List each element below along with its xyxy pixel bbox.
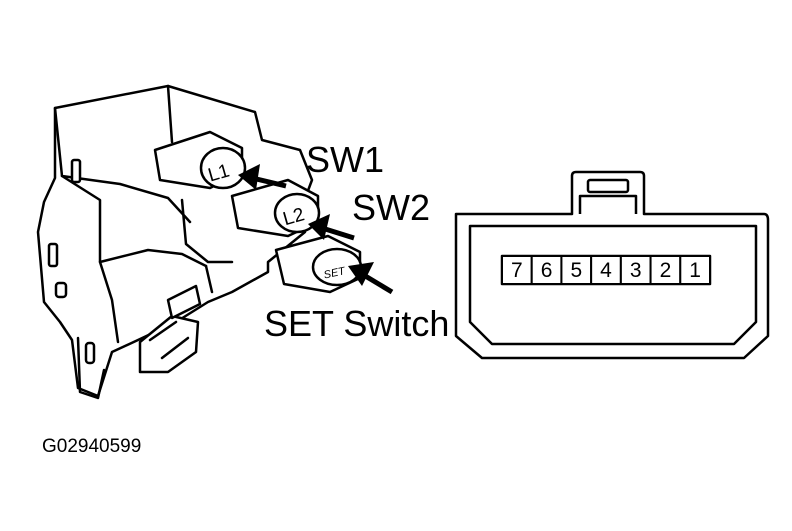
button-l2 xyxy=(230,178,321,238)
arrow-sw1 xyxy=(238,164,287,190)
pin-cell xyxy=(560,255,593,285)
pin-label: 2 xyxy=(660,259,672,282)
pin-cell xyxy=(679,255,711,285)
pin-label: 1 xyxy=(689,259,701,282)
pin-label: 5 xyxy=(570,259,582,282)
sw2-label: SW2 xyxy=(352,187,430,228)
pin-label: 4 xyxy=(600,259,612,282)
sw1-label: SW1 xyxy=(306,139,384,180)
arrow-set xyxy=(348,262,394,295)
pin-label: 6 xyxy=(541,259,553,282)
pin-cell xyxy=(530,255,563,285)
pin-label: 7 xyxy=(511,259,523,282)
set-switch-label: SET Switch xyxy=(264,303,449,344)
pin-label: 3 xyxy=(630,259,642,282)
figure-code: G02940599 xyxy=(42,436,141,457)
pin-cell xyxy=(649,255,682,285)
pin-cell xyxy=(590,255,622,285)
arrow-sw2 xyxy=(308,214,355,241)
switch-assembly xyxy=(36,84,314,400)
button-l1 xyxy=(153,130,247,190)
button-set-label: SET xyxy=(323,265,348,281)
